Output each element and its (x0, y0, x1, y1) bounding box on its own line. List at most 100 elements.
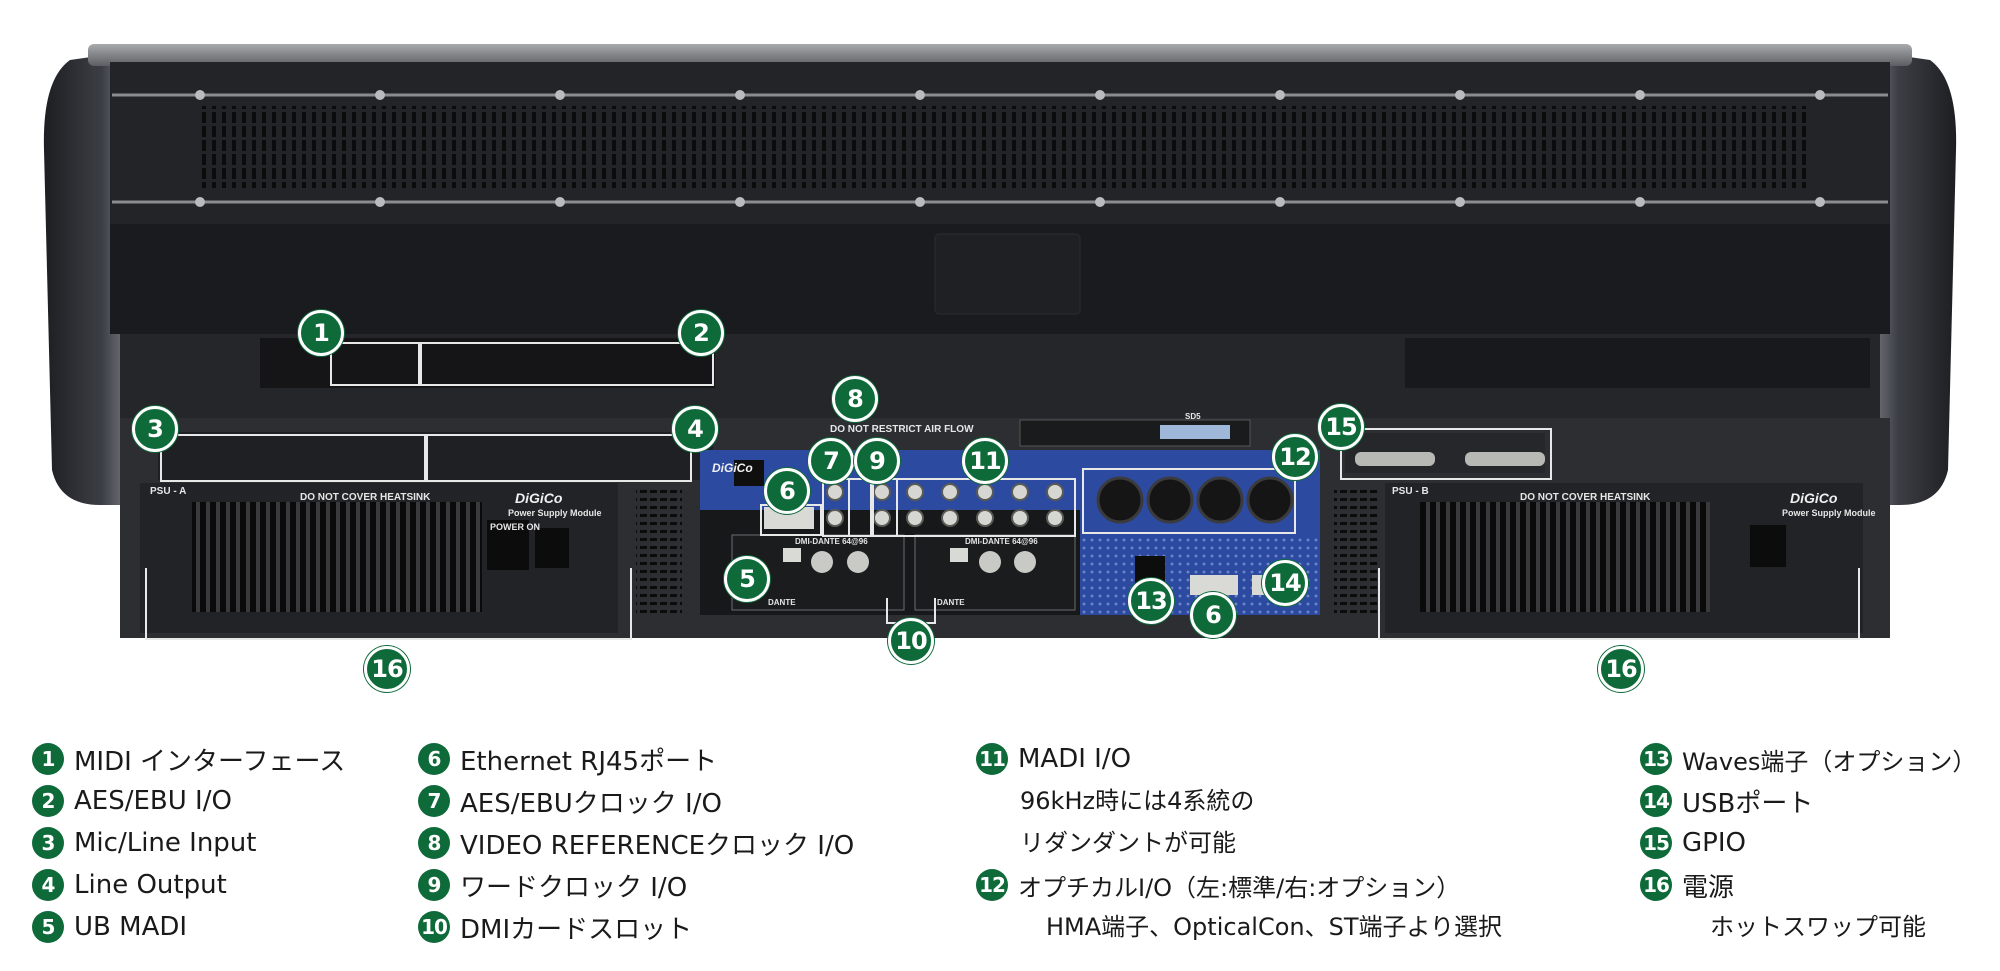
legend-text: USBポート (1682, 788, 1814, 819)
callout-badge-3: 3 (132, 406, 178, 452)
console-rear-photo: DO NOT RESTRICT AIR FLOW PSU - A PSU - B… (43, 44, 1957, 692)
digico-logo-left: DiGiCo (515, 490, 563, 506)
psu-b-label: PSU - B (1392, 486, 1429, 497)
psu-a-label: PSU - A (150, 486, 187, 497)
legend-subtext: 96kHz時には4系統の (1020, 787, 1255, 815)
legend-badge: 9 (418, 869, 450, 901)
callout-badge-1: 1 (298, 310, 344, 356)
legend-text: UB MADI (74, 912, 188, 942)
legend-text: オプチカルI/O（左:標準/右:オプション） (1018, 873, 1461, 902)
legend-badge: 8 (418, 827, 450, 859)
callout-badge-5: 5 (724, 556, 770, 602)
legend-text: AES/EBUクロック I/O (460, 788, 722, 819)
legend-badge: 12 (976, 869, 1008, 901)
callout-box-psu-right (1378, 568, 1860, 640)
legend-badge: 10 (418, 911, 450, 943)
legend-badge: 14 (1640, 785, 1672, 817)
legend-item-12: 12 オプチカルI/O（左:標準/右:オプション） (976, 864, 1502, 906)
legend-text: GPIO (1682, 828, 1746, 858)
power-on-label: POWER ON (490, 522, 541, 532)
card2-label: DMI-DANTE 64@96 (965, 537, 1038, 546)
callout-badge-14: 14 (1262, 560, 1308, 606)
legend-badge: 13 (1640, 743, 1672, 775)
legend-text: ワードクロック I/O (460, 872, 688, 903)
callout-badge-15: 15 (1318, 404, 1364, 450)
dante2-label: DANTE (937, 598, 965, 607)
callout-badge-8: 8 (832, 376, 878, 422)
callout-badge-6b: 6 (1190, 592, 1236, 638)
legend-text: MIDI インターフェース (74, 746, 346, 777)
callout-box-line (426, 434, 692, 482)
callout-badge-4: 4 (672, 406, 718, 452)
legend-item-15: 15 GPIO (1640, 822, 1976, 864)
legend-subtext: ホットスワップ可能 (1710, 913, 1926, 941)
airflow-label: DO NOT RESTRICT AIR FLOW (830, 424, 974, 435)
callout-box-psu-left (145, 568, 632, 640)
callout-badge-16b: 16 (1598, 646, 1644, 692)
legend-badge: 6 (418, 743, 450, 775)
module-right-label: Power Supply Module (1782, 508, 1876, 518)
legend-item-3: 3 Mic/Line Input (32, 822, 345, 864)
legend-item-1: 1 MIDI インターフェース (32, 738, 345, 780)
legend-badge: 11 (976, 743, 1008, 775)
legend-column-1: 1 MIDI インターフェース 2 AES/EBU I/O 3 Mic/Line In… (32, 738, 345, 948)
sd5-label: SD5 (1185, 412, 1201, 421)
legend-item-10: 10 DMIカードスロット (418, 906, 854, 948)
callout-box-aesclk (822, 478, 850, 537)
callout-box-gpio (1340, 428, 1552, 480)
legend-item-6: 6 Ethernet RJ45ポート (418, 738, 854, 780)
legend-item-16: 16 電源 (1640, 864, 1976, 906)
callout-badge-12: 12 (1272, 434, 1318, 480)
legend-badge: 5 (32, 911, 64, 943)
heatsink-b-label: DO NOT COVER HEATSINK (1520, 492, 1651, 503)
legend-text: DMIカードスロット (460, 914, 693, 945)
callout-badge-7: 7 (808, 438, 854, 484)
legend-subtext: リダンダントが可能 (1020, 829, 1236, 857)
callout-box-madi (896, 478, 1076, 537)
callout-badge-16a: 16 (364, 646, 410, 692)
legend-badge: 15 (1640, 827, 1672, 859)
callout-badge-13: 13 (1128, 578, 1174, 624)
legend-badge: 7 (418, 785, 450, 817)
callout-box-video (848, 478, 874, 537)
card1-label: DMI-DANTE 64@96 (795, 537, 868, 546)
legend-text: AES/EBU I/O (74, 786, 232, 816)
legend-item-4: 4 Line Output (32, 864, 345, 906)
legend-badge: 3 (32, 827, 64, 859)
legend-item-5: 5 UB MADI (32, 906, 345, 948)
heatsink-a-label: DO NOT COVER HEATSINK (300, 492, 431, 503)
callout-badge-10: 10 (888, 618, 934, 664)
legend-badge: 16 (1640, 869, 1672, 901)
callout-box-midi (330, 342, 420, 386)
legend-text: MADI I/O (1018, 744, 1132, 774)
legend-text: Ethernet RJ45ポート (460, 746, 718, 777)
legend-badge: 4 (32, 869, 64, 901)
legend-text: Line Output (74, 870, 227, 900)
legend-column-2: 6 Ethernet RJ45ポート 7 AES/EBUクロック I/O 8 VIDE… (418, 738, 854, 948)
callout-box-word (870, 478, 898, 537)
callout-badge-6a: 6 (764, 468, 810, 514)
module-left-label: Power Supply Module (508, 508, 602, 518)
callout-box-optical (1082, 468, 1296, 534)
legend-subtext: HMA端子、OpticalCon、ST端子より選択 (1046, 913, 1503, 941)
legend-column-4: 13 Waves端子（オプション） 14 USBポート 15 GPIO 16 電源 ホッ… (1640, 738, 1976, 948)
legend-text: Mic/Line Input (74, 828, 257, 858)
legend-text: Waves端子（オプション） (1682, 747, 1977, 776)
legend-item-14: 14 USBポート (1640, 780, 1976, 822)
legend-text: VIDEO REFERENCEクロック I/O (460, 830, 855, 861)
legend-item-13: 13 Waves端子（オプション） (1640, 738, 1976, 780)
legend-badge: 1 (32, 743, 64, 775)
callout-box-aes (420, 342, 714, 386)
callout-badge-11: 11 (962, 438, 1008, 484)
callout-box-mic (160, 434, 426, 482)
legend-column-3: 11 MADI I/O 96kHz時には4系統の リダンダントが可能 12 オプチカ… (976, 738, 1502, 948)
callout-badge-9: 9 (854, 438, 900, 484)
legend-text: 電源 (1682, 872, 1735, 903)
legend-badge: 2 (32, 785, 64, 817)
legend-item-2: 2 AES/EBU I/O (32, 780, 345, 822)
dante1-label: DANTE (768, 598, 796, 607)
legend-item-8: 8 VIDEO REFERENCEクロック I/O (418, 822, 854, 864)
callout-badge-2: 2 (678, 310, 724, 356)
legend-item-9: 9 ワードクロック I/O (418, 864, 854, 906)
legend-item-11: 11 MADI I/O (976, 738, 1502, 780)
